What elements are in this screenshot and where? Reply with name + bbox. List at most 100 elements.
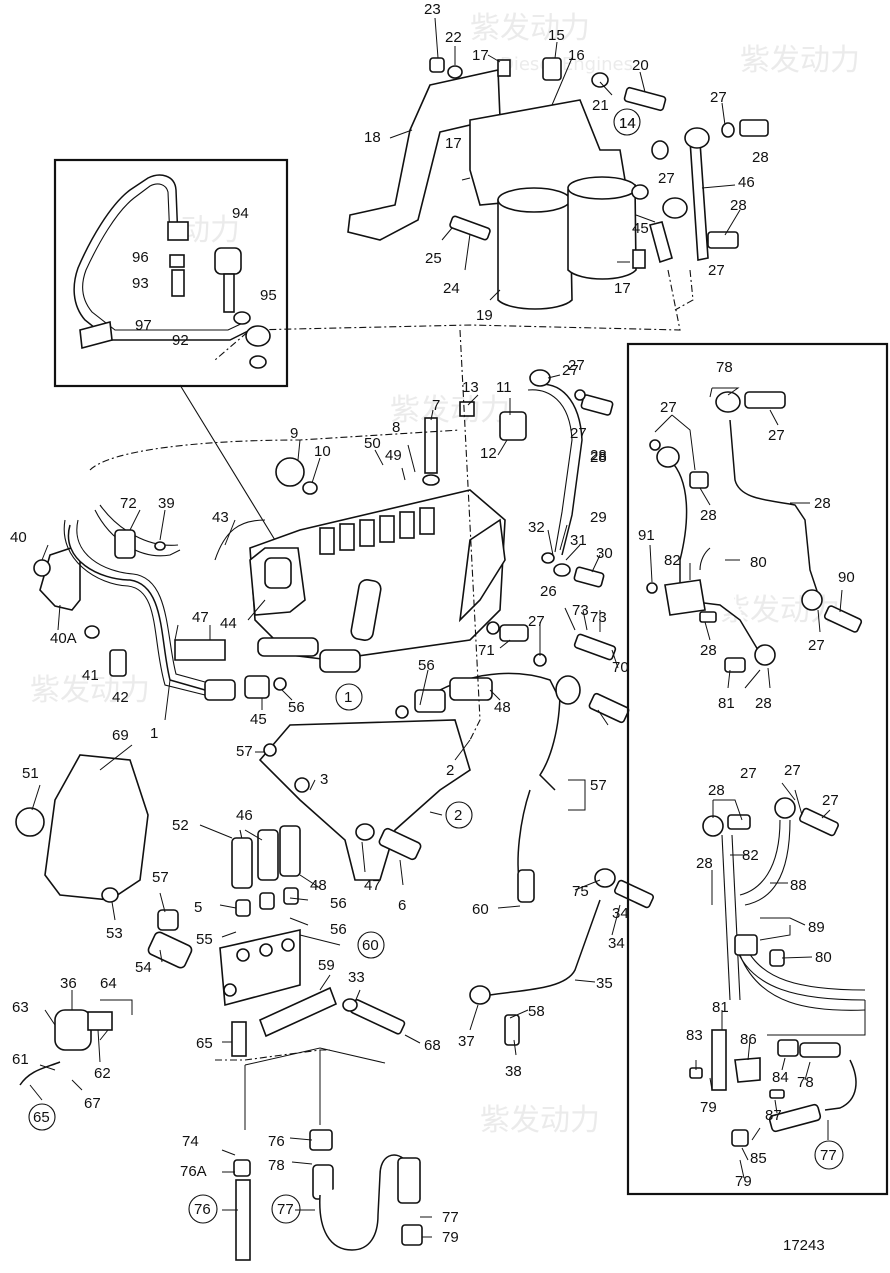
callout: 37 (458, 1033, 475, 1050)
callout: 68 (424, 1037, 441, 1054)
callout: 51 (22, 765, 39, 782)
callout: 70 (612, 659, 629, 676)
callout: 57 (152, 869, 169, 886)
callout: 9 (290, 425, 298, 442)
callout: 34 (612, 905, 629, 922)
callout: 29 (590, 509, 607, 526)
callout: 67 (84, 1095, 101, 1112)
callout: 27 (768, 427, 785, 444)
callout: 91 (638, 527, 655, 544)
callout: 27 (710, 89, 727, 106)
callout: 84 (772, 1069, 789, 1086)
callout: 6 (398, 897, 406, 914)
callout: 92 (172, 332, 189, 349)
pump-outlets (319, 507, 435, 555)
callout: 27 (660, 399, 677, 416)
callout: 73 (572, 602, 589, 619)
callout: 38 (505, 1063, 522, 1080)
callout: 57 (590, 777, 607, 794)
callout: 59 (318, 957, 335, 974)
callout: 88 (790, 877, 807, 894)
callout: 3 (320, 771, 328, 788)
callout: 94 (232, 205, 249, 222)
callout: 73 (590, 609, 607, 626)
callout: 15 (548, 27, 565, 44)
injection-pump (89, 329, 630, 791)
callout: 27 (570, 425, 587, 442)
callout: 76 (268, 1133, 285, 1150)
callout: 46 (236, 807, 253, 824)
svg-text:紫发动力: 紫发动力 (740, 43, 860, 78)
callout: 28 (700, 507, 717, 524)
callout: 14 (619, 115, 636, 132)
leader-lines (29, 17, 843, 1238)
right-inset (626, 342, 889, 1196)
inset-pipe (53, 158, 289, 552)
callout: 33 (348, 969, 365, 986)
callout: 47 (192, 609, 209, 626)
callout: 17 (614, 280, 631, 297)
callout: 75 (572, 883, 589, 900)
callout: 23 (424, 1, 441, 18)
callout: 1 (150, 725, 158, 742)
callout: 45 (632, 220, 649, 237)
callout: 69 (112, 727, 129, 744)
callout: 55 (196, 931, 213, 948)
callout: 48 (310, 877, 327, 894)
callout: 20 (632, 57, 649, 74)
circled-ref: 65 (33, 1109, 50, 1126)
circled-ref: 2 (454, 807, 462, 824)
callout: 52 (172, 817, 189, 834)
callout: 77 (442, 1209, 459, 1226)
callout: 81 (712, 999, 729, 1016)
callout: 34 (608, 935, 625, 952)
callout: 28 (752, 149, 769, 166)
plate-and-manifold (15, 754, 654, 1261)
callout: 39 (158, 495, 175, 512)
callout: 82 (742, 847, 759, 864)
callout: 28 (590, 447, 607, 464)
callout: 47 (364, 877, 381, 894)
callout: 65 (196, 1035, 213, 1052)
callout: 60 (472, 901, 489, 918)
callout: 63 (12, 999, 29, 1016)
svg-text:Diesel-Engines: Diesel-Engines (500, 54, 633, 75)
left-bracket-hoses (33, 504, 287, 701)
callout: 24 (443, 280, 460, 297)
callout: 54 (135, 959, 152, 976)
callout: 22 (445, 29, 462, 46)
callout: 79 (735, 1173, 752, 1190)
callout: 78 (797, 1074, 814, 1091)
callout: 17 (472, 47, 489, 64)
callout: 31 (570, 532, 587, 549)
callout: 83 (686, 1027, 703, 1044)
callout: 79 (700, 1099, 717, 1116)
figure-id: 17243 (783, 1237, 825, 1254)
svg-text:紫发动力: 紫发动力 (480, 1103, 600, 1138)
callout: 74 (182, 1133, 199, 1150)
callout: 28 (700, 642, 717, 659)
callout: 56 (330, 895, 347, 912)
callout: 53 (106, 925, 123, 942)
callout: 13 (462, 379, 479, 396)
callout: 36 (60, 975, 77, 992)
callout: 26 (540, 583, 557, 600)
callout: 56 (418, 657, 435, 674)
callout: 27 (808, 637, 825, 654)
filter-assembly (214, 57, 769, 361)
callout: 56 (330, 921, 347, 938)
callout: 5 (194, 899, 202, 916)
callout: 97 (135, 317, 152, 334)
callout: 27 (528, 613, 545, 630)
callout: 28 (696, 855, 713, 872)
circled-ref: 14 (619, 115, 636, 132)
svg-text:紫发动力: 紫发动力 (470, 11, 590, 46)
callout: 96 (132, 249, 149, 266)
callout: 27 (658, 170, 675, 187)
callout: 81 (718, 695, 735, 712)
callout: 27 (708, 262, 725, 279)
callout: 25 (425, 250, 442, 267)
callout: 27 (784, 762, 801, 779)
callout: 17 (445, 135, 462, 152)
